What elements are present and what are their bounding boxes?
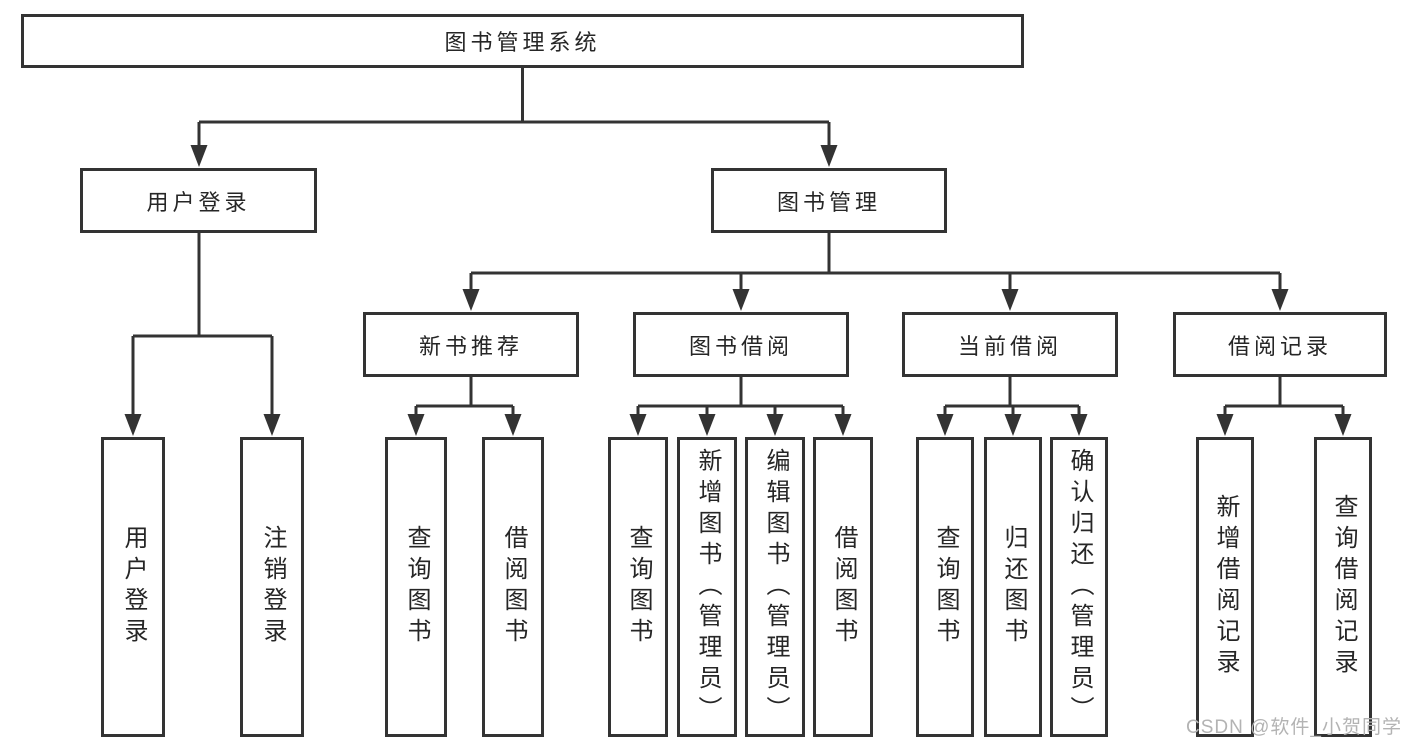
leaf-add-borrowing-record-label: 新增借阅记录 [1212,494,1239,680]
leaf-query-borrowing-record: 查询借阅记录 [1314,437,1372,737]
node-current-borrowing-label: 当前借阅 [957,333,1062,359]
connector-book-borrowing-to-leaves [636,377,845,418]
connector-current-borrowing-to-leaves [943,377,1081,418]
connector-new-book-to-leaves [414,377,515,418]
leaf-query-books-recommend: 查询图书 [385,437,447,737]
leaf-add-borrowing-record: 新增借阅记录 [1196,437,1254,737]
node-book-management: 图书管理 [711,168,947,233]
leaf-query-books-borrowing: 查询图书 [608,437,668,737]
node-library-management-system: 图书管理系统 [21,14,1024,68]
connector-borrowing-records-to-leaves [1223,377,1345,418]
leaf-add-books-admin-label: 新增图书（管理员） [694,447,721,727]
leaf-query-books-recommend-label: 查询图书 [403,525,430,649]
connector-current-borrowing-arrowheads [936,414,1088,436]
node-book-management-label: 图书管理 [776,189,881,215]
csdn-watermark: CSDN @软件_小贺同学 [1186,717,1402,738]
node-book-borrowing: 图书借阅 [633,312,849,377]
connector-borrowing-records-arrowheads [1216,414,1352,436]
node-library-management-system-label: 图书管理系统 [444,30,601,55]
node-user-login-label: 用户登录 [146,189,251,215]
leaf-borrow-books-recommend: 借阅图书 [482,437,544,737]
node-book-borrowing-label: 图书借阅 [688,333,793,359]
leaf-add-books-admin: 新增图书（管理员） [677,437,737,737]
node-current-borrowing: 当前借阅 [902,312,1118,377]
leaf-edit-books-admin-label: 编辑图书（管理员） [762,447,789,727]
node-user-login: 用户登录 [80,168,317,233]
leaf-logout-login-label: 注销登录 [259,525,286,649]
leaf-borrow-books-borrowing-label: 借阅图书 [830,525,857,649]
leaf-query-books-current: 查询图书 [916,437,974,737]
connector-user-login-arrowheads [124,414,281,436]
leaf-return-books-label: 归还图书 [1000,525,1027,649]
leaf-logout-login: 注销登录 [240,437,304,737]
leaf-borrow-books-borrowing: 借阅图书 [813,437,873,737]
leaf-edit-books-admin: 编辑图书（管理员） [745,437,805,737]
connector-book-management-to-level3 [469,233,1282,293]
leaf-user-login-label: 用户登录 [120,525,147,649]
leaf-user-login: 用户登录 [101,437,165,737]
leaf-query-books-current-label: 查询图书 [932,525,959,649]
connector-book-management-arrowheads [462,289,1289,311]
connector-book-borrowing-arrowheads [629,414,852,436]
leaf-query-books-borrowing-label: 查询图书 [625,525,652,649]
leaf-borrow-books-recommend-label: 借阅图书 [500,525,527,649]
connector-root-to-level2 [197,68,831,149]
leaf-confirm-return-admin: 确认归还（管理员） [1050,437,1108,737]
connector-user-login-to-leaves [131,233,274,418]
connector-new-book-arrowheads [407,414,522,436]
node-new-book-recommendation: 新书推荐 [363,312,579,377]
node-new-book-recommendation-label: 新书推荐 [418,333,523,359]
node-borrowing-records: 借阅记录 [1173,312,1387,377]
leaf-query-borrowing-record-label: 查询借阅记录 [1330,494,1357,680]
leaf-return-books: 归还图书 [984,437,1042,737]
leaf-confirm-return-admin-label: 确认归还（管理员） [1066,447,1093,727]
connector-root-arrowheads [190,145,838,167]
node-borrowing-records-label: 借阅记录 [1227,333,1332,359]
